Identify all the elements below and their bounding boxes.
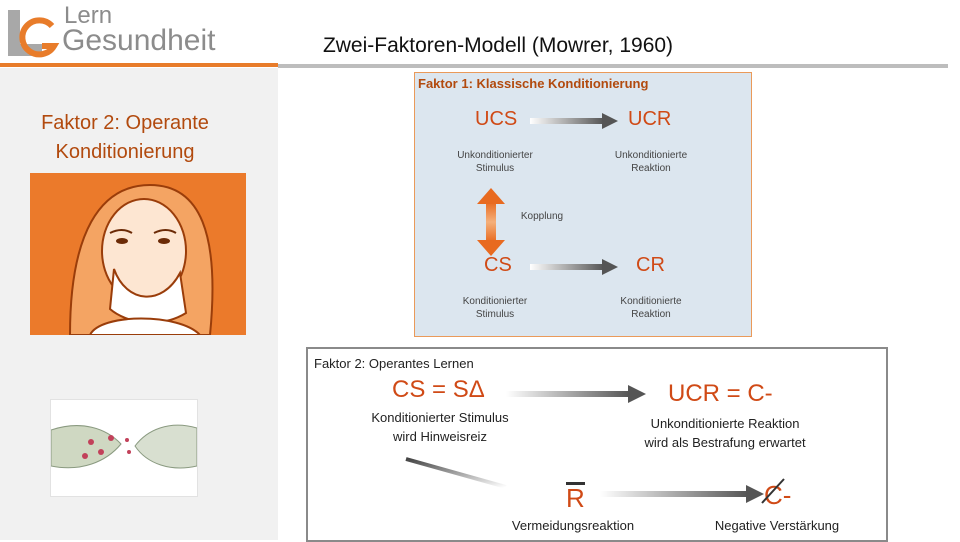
arrow-cs-to-ucr [506, 385, 646, 403]
factor1-ucs-desc-line2: Stimulus [475, 163, 515, 174]
factor1-cs-desc-line1: Konditionierter [462, 296, 528, 307]
factor2-label: Faktor 2: Operantes Lernen [314, 356, 474, 371]
factor1-arrows [477, 113, 618, 275]
logo-text-gesundheit: Gesundheit [62, 24, 216, 57]
arrow-coupling [477, 188, 505, 256]
factor2-arrows [405, 385, 785, 504]
factor1-cs-desc: Konditionierter Stimulus [440, 295, 550, 321]
factor2-cs-desc-line1: Konditionierter Stimulus [371, 410, 509, 425]
factor2-r-desc: Vermeidungsreaktion [511, 518, 635, 533]
factor1-ucr-desc-line2: Reaktion [631, 163, 671, 174]
factor1-coupling: Kopplung [520, 211, 564, 222]
factor1-cs: CS [484, 254, 512, 276]
factor1-cr-desc-line1: Konditionierte [620, 296, 682, 307]
arrow-cs-to-r [405, 457, 507, 489]
header-rule-orange [0, 63, 278, 67]
factor2-heading-line1: Faktor 2: Operante [41, 112, 209, 134]
factor2-box [306, 347, 888, 542]
factor1-cr-desc: Konditionierte Reaktion [596, 295, 706, 321]
factor1-ucr: UCR [628, 108, 672, 130]
factor2-ucr-desc-line1: Unkonditionierte Reaktion [650, 416, 800, 431]
factor1-cr-desc-line2: Reaktion [631, 309, 671, 320]
arrow-r-to-c [600, 485, 764, 503]
factor2-cs-desc: Konditionierter Stimulus wird Hinweisrei… [350, 408, 530, 446]
anxious-person-illustration [30, 173, 246, 335]
factor2-cs-sd: CS = SΔ [392, 376, 485, 403]
synapse-illustration [50, 399, 198, 497]
factor1-ucs: UCS [475, 108, 518, 130]
strike-c-minus [761, 478, 785, 504]
title-rule-gray [278, 64, 948, 68]
factor2-heading: Faktor 2: Operante Konditionierung [20, 109, 230, 167]
factor2-ucr-desc-line2: wird als Bestrafung erwartet [644, 435, 806, 450]
factor2-heading-line2: Konditionierung [55, 141, 195, 163]
factor1-ucs-desc: Unkonditionierter Stimulus [440, 149, 550, 175]
factor2-r: R [566, 482, 585, 513]
slide-title: Zwei-Faktoren-Modell (Mowrer, 1960) [322, 34, 674, 57]
factor1-label: Faktor 1: Klassische Konditionierung [418, 76, 649, 91]
factor1-cs-desc-line2: Stimulus [475, 309, 515, 320]
factor1-ucr-desc: Unkonditionierte Reaktion [596, 149, 706, 175]
arrow-cs-to-cr [530, 259, 618, 275]
logo-text-lern: Lern [64, 2, 113, 29]
logo-mark [8, 10, 60, 58]
factor2-ucr-desc: Unkonditionierte Reaktion wird als Bestr… [620, 414, 830, 452]
factor2-cs-desc-line2: wird Hinweisreiz [393, 429, 487, 444]
factor2-ucr-c: UCR = C- [668, 380, 773, 407]
factor1-box [414, 72, 752, 337]
factor1-cr: CR [636, 254, 665, 276]
factor1-ucr-desc-line1: Unkonditionierte [614, 150, 688, 161]
factor2-c-desc: Negative Verstärkung [714, 518, 840, 533]
factor1-ucs-desc-line1: Unkonditionierter [457, 150, 533, 161]
arrow-ucs-to-ucr [530, 113, 618, 129]
